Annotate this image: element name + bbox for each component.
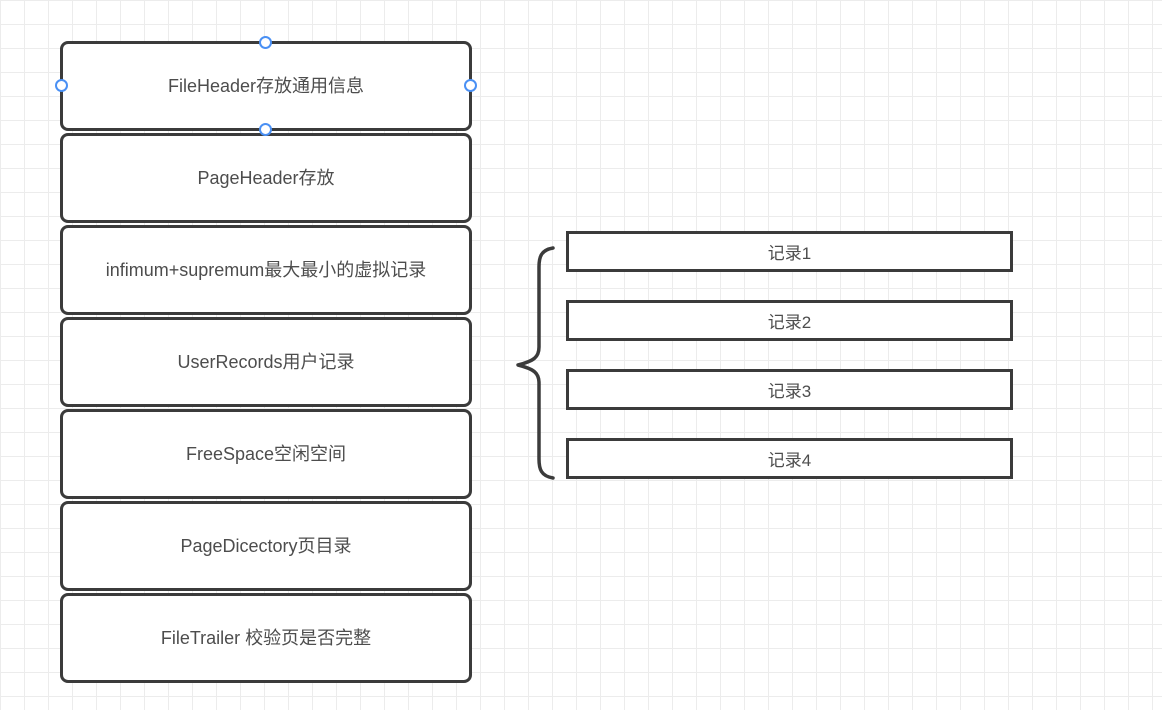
shape-freespace[interactable]: FreeSpace空闲空间 — [60, 409, 472, 499]
shape-infimum-supremum[interactable]: infimum+supremum最大最小的虚拟记录 — [60, 225, 472, 315]
shape-label: 记录4 — [767, 451, 812, 470]
shape-pageheader[interactable]: PageHeader存放 — [60, 133, 472, 223]
page-structure-stack: FileHeader存放通用信息 PageHeader存放 infimum+su… — [55, 36, 477, 683]
curly-brace-icon[interactable] — [510, 240, 560, 486]
shape-label: PageDicectory页目录 — [180, 535, 352, 556]
shape-label: FreeSpace空闲空间 — [185, 443, 347, 464]
selection-handle-left[interactable] — [55, 79, 68, 92]
shape-fileheader[interactable]: FileHeader存放通用信息 — [55, 36, 477, 136]
shape-label: 记录2 — [767, 313, 812, 332]
shape-pagedirectory[interactable]: PageDicectory页目录 — [60, 501, 472, 591]
shape-record-2[interactable]: 记录2 — [566, 300, 1013, 341]
shape-userrecords[interactable]: UserRecords用户记录 — [60, 317, 472, 407]
selection-handle-bottom[interactable] — [259, 123, 272, 136]
shape-record-3[interactable]: 记录3 — [566, 369, 1013, 410]
shape-record-1[interactable]: 记录1 — [566, 231, 1013, 272]
shape-label: FileTrailer 校验页是否完整 — [160, 627, 372, 648]
shape-label: 记录3 — [767, 382, 812, 401]
shape-label: UserRecords用户记录 — [177, 351, 355, 372]
shape-filetrailer[interactable]: FileTrailer 校验页是否完整 — [60, 593, 472, 683]
shape-label: infimum+supremum最大最小的虚拟记录 — [105, 259, 427, 280]
shape-label: FileHeader存放通用信息 — [167, 75, 365, 96]
record-list: 记录1 记录2 记录3 记录4 — [566, 231, 1013, 479]
selection-handle-top[interactable] — [259, 36, 272, 49]
shape-record-4[interactable]: 记录4 — [566, 438, 1013, 479]
shape-label: 记录1 — [767, 244, 812, 263]
selection-handle-right[interactable] — [464, 79, 477, 92]
shape-label: PageHeader存放 — [197, 167, 335, 188]
